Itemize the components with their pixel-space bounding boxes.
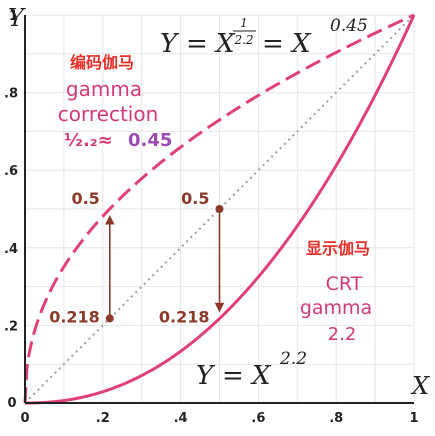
formula-encode: Y = X 1 2.2 = X 0.45 — [160, 16, 368, 59]
decode-line2-label: gamma — [300, 297, 372, 319]
formula-encode-num: 1 — [240, 16, 248, 30]
annotation-top-label: 0.5 — [71, 189, 99, 208]
x-tick-label: .8 — [329, 411, 343, 426]
formula-decode-x: X — [250, 361, 272, 391]
formula-decode-y: Y — [196, 361, 216, 391]
decode-line1-label: CRT — [326, 273, 363, 295]
formula-decode: Y = X 2.2 — [196, 349, 307, 391]
y-tick-label: .2 — [4, 319, 18, 334]
formula-encode-eq2: = — [262, 29, 284, 59]
annotation-bottom-label: 0.218 — [49, 307, 100, 326]
annotation-top-label: 0.5 — [181, 189, 209, 208]
series-identity-line — [24, 14, 415, 404]
formula-encode-eq: = — [186, 29, 208, 59]
encode-line2-label: correction — [58, 102, 159, 126]
x-axis-label: X — [410, 372, 430, 400]
encode-cn-label: 编码伽马 — [70, 53, 134, 72]
tick-labels: 0 .2 .4 .6 .8 1 .2 .4 .6 .8 1 0 — [4, 9, 419, 426]
encode-value-label: 0.45 — [128, 130, 172, 151]
formula-encode-y: Y — [160, 29, 180, 59]
encode-label-block: 编码伽马 gamma correction ⅟₂.₂≈ 0.45 — [58, 53, 173, 151]
annotation-point-1 — [105, 314, 114, 323]
formula-encode-den: 2.2 — [233, 33, 253, 47]
x-tick-label: .6 — [251, 411, 265, 426]
formula-encode-x: X — [214, 29, 236, 59]
x-tick-label: 1 — [409, 411, 418, 426]
encode-fraction-label: ⅟₂.₂≈ — [64, 130, 113, 151]
x-tick-label: .2 — [96, 411, 110, 426]
decode-label-block: 显示伽马 CRT gamma 2.2 — [300, 239, 372, 345]
annotation-bottom-label: 0.218 — [159, 307, 210, 326]
formula-encode-x2: X — [290, 29, 312, 59]
annotation-point-2 — [215, 205, 224, 213]
axes — [24, 15, 414, 404]
encode-line1-label: gamma — [66, 77, 142, 101]
y-axis-label: Y — [8, 4, 26, 32]
series-layer — [23, 13, 416, 405]
decode-cn-label: 显示伽马 — [306, 239, 370, 258]
origin-tick-label: 0 — [7, 396, 16, 411]
formula-encode-exp: 0.45 — [330, 16, 368, 36]
annotations: 0.5 0.218 0.5 0.218 — [49, 189, 225, 326]
formula-decode-exp: 2.2 — [279, 349, 307, 369]
decode-line3-label: 2.2 — [328, 324, 357, 345]
series-encode-line — [23, 13, 415, 404]
grid — [25, 14, 415, 403]
formula-decode-eq: = — [222, 361, 244, 391]
y-tick-label: .4 — [4, 242, 18, 257]
series-decode-line — [25, 14, 416, 405]
x-tick-label: .4 — [174, 411, 188, 426]
y-tick-label: .8 — [4, 87, 18, 102]
y-tick-label: 1 — [9, 9, 18, 24]
y-tick-label: .6 — [4, 164, 18, 179]
x-tick-label: 0 — [20, 411, 29, 426]
